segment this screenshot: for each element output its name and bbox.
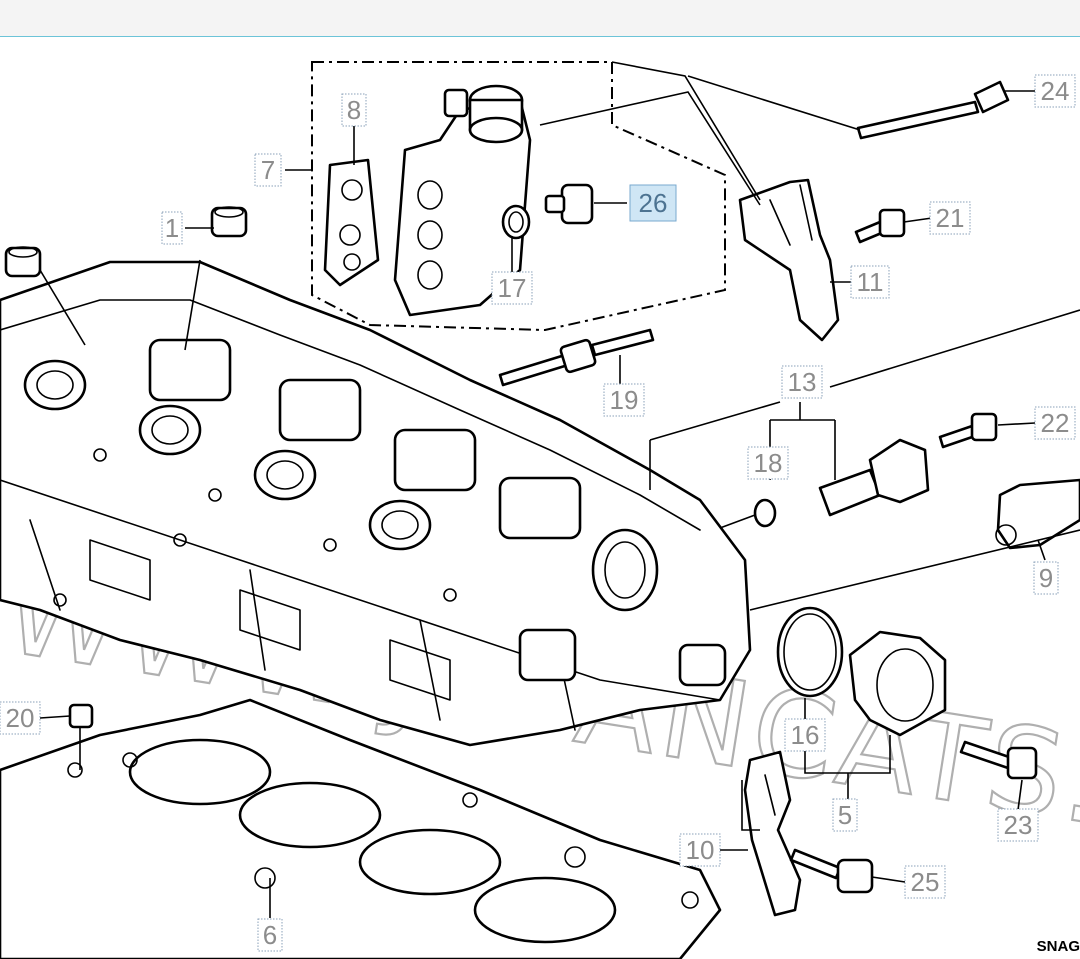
callout-25[interactable]: 25	[904, 865, 946, 899]
callout-6[interactable]: 6	[257, 918, 283, 952]
callout-label: 19	[610, 385, 639, 415]
callout-19[interactable]: 19	[603, 383, 645, 417]
callout-24[interactable]: 24	[1034, 74, 1076, 108]
diagram-code: SNAG	[1036, 938, 1080, 955]
callout-label: 8	[347, 95, 361, 125]
valve-stem-seal	[4, 206, 248, 278]
engine-hanger-bracket	[738, 178, 840, 342]
callout-label: 5	[838, 800, 852, 830]
callout-13[interactable]: 13	[781, 365, 823, 399]
parts-diagram: WWW.JAPANCATS.RU	[0, 61, 1080, 959]
callout-26[interactable]: 26	[629, 184, 677, 222]
callout-label: 11	[857, 267, 884, 297]
callout-label: 22	[1041, 408, 1070, 438]
spool-valve-assembly	[393, 84, 532, 317]
leader-lines	[39, 61, 1080, 918]
callout-17[interactable]: 17	[491, 271, 533, 305]
stud-bolt	[498, 328, 655, 387]
callout-22[interactable]: 22	[1034, 406, 1076, 440]
callout-label: 7	[261, 155, 275, 185]
callout-20[interactable]: 20	[0, 701, 41, 735]
callout-18[interactable]: 18	[747, 446, 789, 480]
oil-pressure-switch	[501, 183, 594, 240]
callout-label: 13	[788, 367, 817, 397]
callout-9[interactable]: 9	[1033, 561, 1059, 595]
callout-label: 17	[498, 273, 527, 303]
callout-label: 21	[936, 203, 965, 233]
callout-1[interactable]: 1	[161, 211, 183, 245]
callout-label: 24	[1041, 76, 1070, 106]
callout-11[interactable]: 11	[850, 265, 890, 299]
callout-label: 26	[639, 188, 668, 218]
callout-label: 6	[263, 920, 277, 950]
assembly-group-frame	[311, 61, 726, 332]
harness-bracket	[743, 750, 802, 917]
sensor-bolt	[938, 412, 998, 449]
housing-bolt	[959, 740, 1038, 780]
callout-label: 10	[686, 835, 715, 865]
callout-label: 20	[6, 703, 35, 733]
callout-5[interactable]: 5	[832, 798, 858, 832]
callout-label: 23	[1004, 810, 1033, 840]
callout-labels: 1 5 6 7 8 9 10 11	[0, 74, 1076, 952]
callout-label: 16	[791, 720, 820, 750]
camshaft-position-sensor	[753, 438, 930, 528]
callout-label: 18	[754, 448, 783, 478]
callout-label: 25	[911, 867, 940, 897]
o-ring	[776, 606, 844, 698]
callout-label: 1	[165, 213, 179, 243]
cylinder-head	[0, 260, 752, 747]
callout-label: 9	[1039, 563, 1053, 593]
cylinder-head-gasket	[0, 698, 722, 959]
callout-23[interactable]: 23	[997, 808, 1039, 842]
callout-7[interactable]: 7	[254, 153, 282, 187]
callout-21[interactable]: 21	[929, 201, 971, 235]
water-passage-cover	[995, 478, 1080, 550]
callout-8[interactable]: 8	[341, 93, 367, 127]
viewer-toolbar	[0, 0, 1080, 37]
water-outlet-housing	[848, 630, 947, 737]
filter-gasket	[323, 158, 380, 287]
bracket-bolt	[789, 848, 874, 894]
long-bolt	[856, 80, 1010, 140]
dowel-pin	[68, 703, 94, 729]
callout-10[interactable]: 10	[679, 833, 721, 867]
callout-16[interactable]: 16	[784, 718, 826, 752]
flange-bolt	[854, 208, 906, 244]
